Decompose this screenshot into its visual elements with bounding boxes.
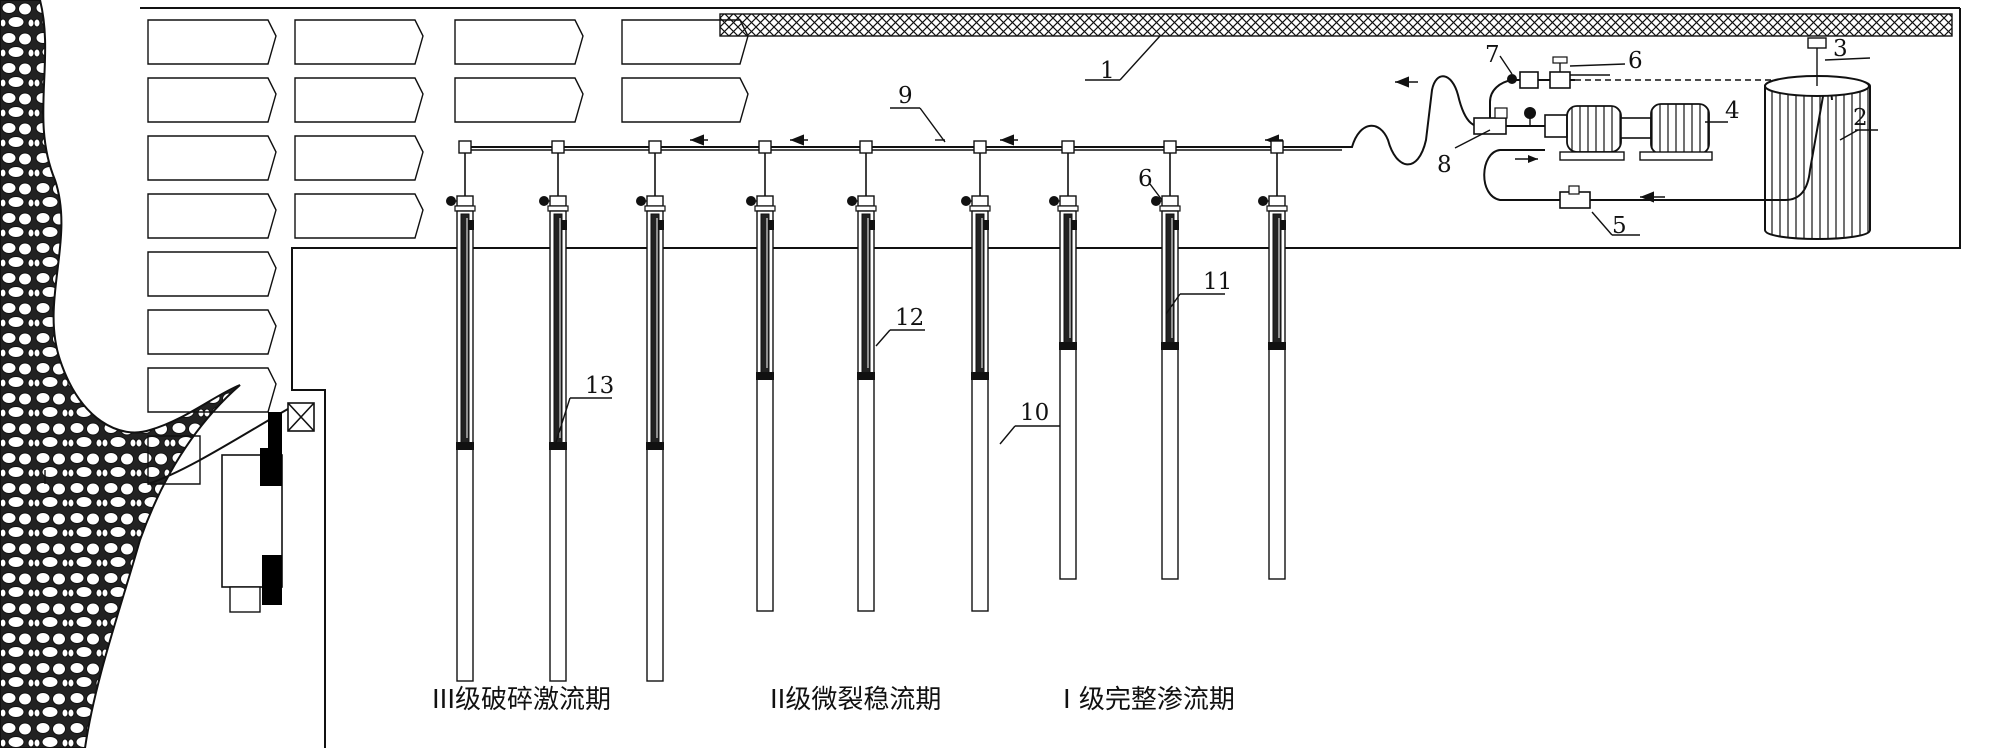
stage-label-2: II级微裂稳流期 xyxy=(770,685,941,715)
stage-label-1: I 级完整渗流期 xyxy=(1063,685,1235,715)
label-4: 4 xyxy=(1725,98,1740,124)
label-1: 1 xyxy=(1100,58,1115,84)
water-tank xyxy=(1765,78,1870,239)
stage-labels: III级破碎激流期 II级微裂稳流期 I 级完整渗流期 xyxy=(432,685,1235,715)
injection-branches xyxy=(446,141,1287,681)
leader-lines xyxy=(555,36,1878,445)
borehole-branch xyxy=(1151,141,1180,579)
borehole-branch xyxy=(746,141,775,611)
label-7: 7 xyxy=(1485,42,1500,68)
borehole-branch xyxy=(847,141,876,611)
label-9: 9 xyxy=(898,83,913,109)
borehole-branch xyxy=(636,141,665,681)
borehole-branch xyxy=(1258,141,1287,579)
label-6-pump: 6 xyxy=(1628,48,1643,74)
label-13: 13 xyxy=(585,373,614,399)
stage-label-3: III级破碎激流期 xyxy=(432,685,611,715)
label-10: 10 xyxy=(1020,400,1049,426)
label-3: 3 xyxy=(1833,36,1848,62)
label-6-branch: 6 xyxy=(1138,166,1153,192)
label-12: 12 xyxy=(895,305,924,331)
label-2: 2 xyxy=(1853,105,1868,131)
label-5: 5 xyxy=(1612,213,1627,239)
borehole-branch xyxy=(539,141,568,681)
borehole-branch xyxy=(961,141,990,611)
borehole-branch xyxy=(1049,141,1078,579)
callout-labels: 1 2 3 4 5 6 6 7 8 9 10 11 12 13 xyxy=(585,36,1868,426)
label-8: 8 xyxy=(1437,152,1452,178)
borehole-branch xyxy=(446,141,475,681)
goaf-rock-zone xyxy=(0,0,240,748)
roof-hatch-strip xyxy=(720,14,1952,36)
label-11: 11 xyxy=(1203,269,1232,295)
